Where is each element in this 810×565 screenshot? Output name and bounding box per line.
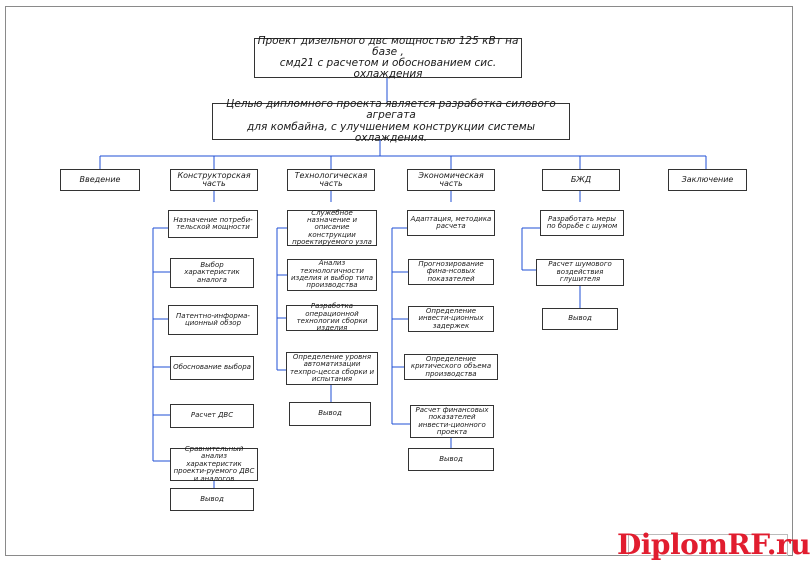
safety-item: Расчет шумового воздействия глушителя [536, 259, 624, 286]
goal-line-1: Целью дипломного проекта является разраб… [226, 98, 556, 122]
tech-item: Разработка операционной технологии сборк… [286, 303, 378, 332]
section-conclusion: Заключение [668, 169, 747, 191]
title-line-1: Проект дизельного двс мощностью 125 кВт … [257, 34, 519, 58]
econ-item: Адаптация, методика расчета [407, 210, 495, 236]
econ-conclusion: Вывод [408, 448, 494, 471]
section-safety: БЖД [542, 169, 620, 191]
design-item: Сравнительный анализ характеристик проек… [170, 445, 258, 482]
section-introduction: Введение [60, 169, 140, 191]
design-item: Патентно-информа-ционный обзор [168, 305, 258, 335]
section-design: Конструкторская часть [170, 169, 258, 191]
section-economics: Экономическая часть [407, 169, 495, 191]
econ-item: Прогнозирование фина-нсовых показателей [408, 259, 494, 285]
tech-item: Служебное назначение и описание конструк… [287, 209, 377, 246]
safety-conclusion: Вывод [542, 308, 618, 330]
econ-item: Определение критического объема производ… [404, 354, 498, 380]
tech-item: Определение уровня автоматизации техпро-… [286, 352, 378, 385]
design-conclusion: Вывод [170, 488, 254, 511]
project-title: Проект дизельного двс мощностью 125 кВт … [254, 34, 522, 81]
econ-item: Определение инвести-ционных задержек [408, 306, 494, 332]
goal-line-2: для комбайна, с улучшением конструкции с… [247, 120, 535, 144]
site-watermark: DiplomRF.ru [617, 528, 810, 561]
design-item: Выбор характеристик аналога [170, 258, 254, 288]
title-block-stamp [628, 534, 788, 556]
title-line-2: смд21 с расчетом и обоснованием сис. охл… [279, 57, 497, 81]
section-technology: Технологическая часть [287, 169, 375, 191]
sheet-frame [5, 6, 793, 556]
design-item: Назначение потреби-тельской мощности [168, 210, 258, 238]
tech-conclusion: Вывод [289, 402, 371, 426]
econ-item: Расчет финансовых показателей инвести-ци… [410, 405, 494, 438]
design-item: Расчет ДВС [170, 404, 254, 428]
project-goal: Целью дипломного проекта является разраб… [212, 99, 570, 143]
tech-item: Анализ технологичности изделия и выбор т… [287, 259, 377, 291]
design-item: Обоснование выбора [170, 356, 254, 380]
safety-item: Разработать меры по борьбе с шумом [540, 210, 624, 236]
